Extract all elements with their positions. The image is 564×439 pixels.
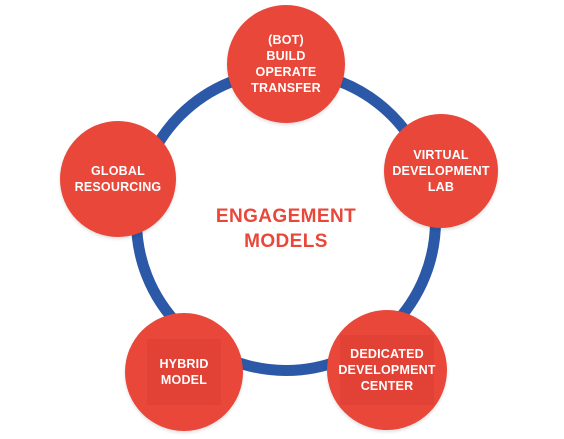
node-label-line: OPERATE xyxy=(255,65,317,79)
node-inner-panel: HYBRID MODEL xyxy=(147,339,221,405)
center-title-line-1: ENGAGEMENT xyxy=(215,206,357,227)
node-label-line: RESOURCING xyxy=(74,180,162,194)
node-label-line: MODEL xyxy=(160,373,208,387)
node-label-line: TRANSFER xyxy=(251,81,321,95)
node-label-line: DEDICATED xyxy=(350,347,424,361)
node-dedicated-development-center: DEDICATED DEVELOPMENT CENTER xyxy=(327,310,447,430)
center-title-line-2: MODELS xyxy=(244,231,328,252)
center-title: ENGAGEMENT MODELS xyxy=(176,204,396,254)
node-label-line: GLOBAL xyxy=(91,164,145,178)
node-label-line: (BOT) xyxy=(268,33,304,47)
node-global-resourcing: GLOBAL RESOURCING xyxy=(60,121,176,237)
node-label-line: VIRTUAL xyxy=(413,148,469,162)
node-label-line: LAB xyxy=(427,180,455,194)
node-label: GLOBAL RESOURCING xyxy=(75,163,162,195)
node-bot-build-operate-transfer: (BOT) BUILD OPERATE TRANSFER xyxy=(227,5,345,123)
node-label: (BOT) BUILD OPERATE TRANSFER xyxy=(251,32,321,96)
node-label-line: DEVELOPMENT xyxy=(338,363,436,377)
node-label-line: DEVELOPMENT xyxy=(392,164,490,178)
node-inner-panel: DEDICATED DEVELOPMENT CENTER xyxy=(338,335,435,405)
node-label: HYBRID MODEL xyxy=(159,356,208,388)
node-virtual-development-lab: VIRTUAL DEVELOPMENT LAB xyxy=(384,114,498,228)
node-label-line: CENTER xyxy=(360,379,414,393)
node-label-line: HYBRID xyxy=(159,357,209,371)
node-hybrid-model: HYBRID MODEL xyxy=(125,313,243,431)
node-label-line: BUILD xyxy=(266,49,306,63)
node-label: DEDICATED DEVELOPMENT CENTER xyxy=(338,346,435,394)
node-label: VIRTUAL DEVELOPMENT LAB xyxy=(392,147,489,195)
